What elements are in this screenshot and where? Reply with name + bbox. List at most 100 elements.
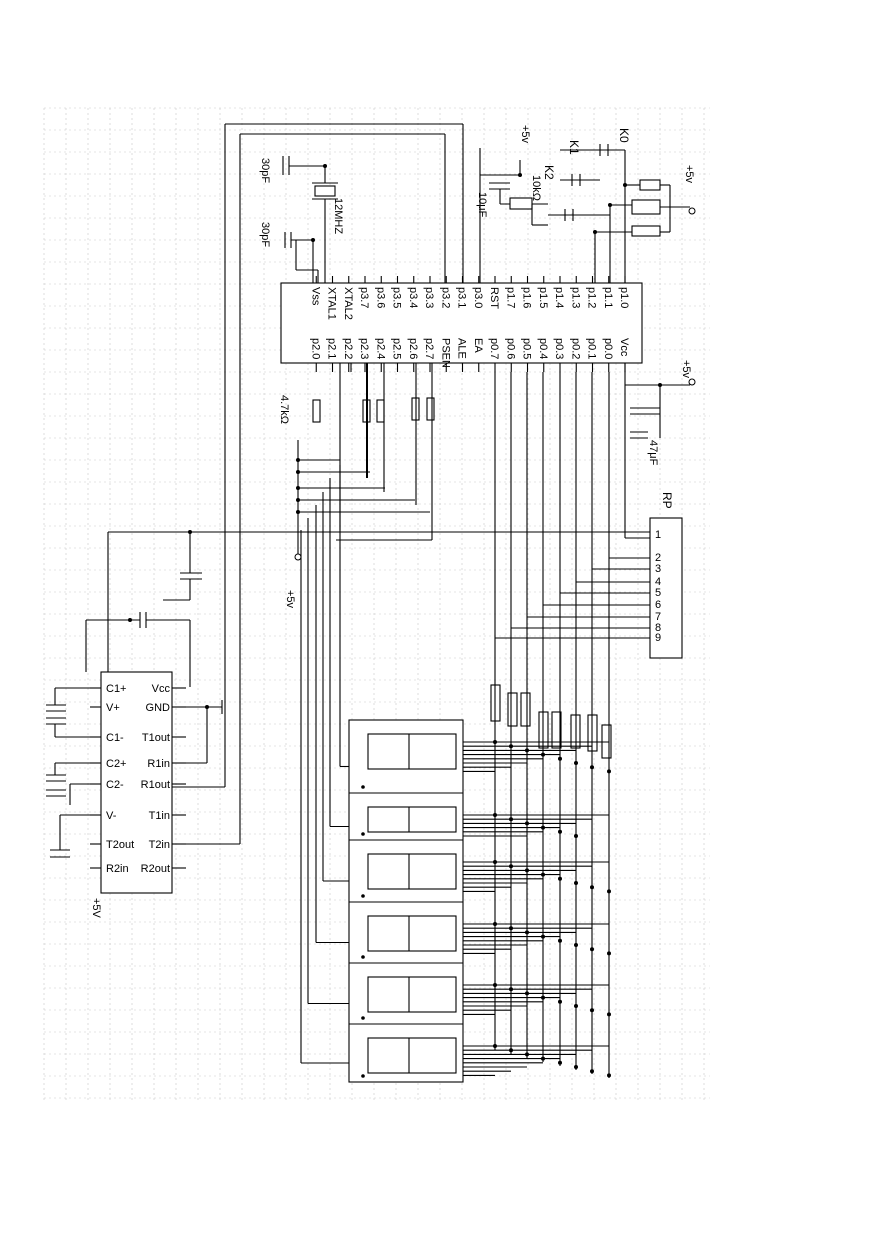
mcu-right-pin-label: p0.7	[488, 338, 500, 359]
segment-junction	[574, 834, 578, 838]
max232-left-pin-label: C2+	[106, 758, 127, 770]
mcu-left-pin-label: p3.3	[423, 287, 435, 308]
digit-dp-dot	[361, 894, 365, 898]
digit-dp-dot	[361, 1016, 365, 1020]
segment-junction	[590, 765, 594, 770]
digit-window	[367, 1037, 457, 1074]
crystal-12mhz	[314, 185, 336, 197]
mcu-left-pin-label: p1.0	[618, 287, 630, 308]
mcu-right-pin-label: p2.7	[423, 338, 435, 359]
pullup-r2	[631, 199, 661, 215]
crystal-section	[224, 123, 464, 844]
segment-junction	[493, 860, 497, 864]
mcu-right-pin-label: p0.4	[537, 338, 549, 359]
segment-junction	[590, 947, 594, 952]
mcu-left-pin-label: p3.6	[374, 287, 386, 308]
mcu-right-pin-label: p2.3	[358, 338, 370, 359]
mcu-left-pin-label: p1.2	[586, 287, 598, 308]
rp-pin-label: 9	[655, 632, 661, 644]
segment-junction	[493, 1044, 497, 1048]
base-resistor-5	[426, 397, 435, 421]
k2-label: K2	[542, 165, 556, 180]
resistor-pack-rp	[649, 517, 683, 659]
k0-label: K0	[617, 128, 631, 143]
mcu-right-pin-label: p2.6	[407, 338, 419, 359]
segment-junction	[558, 876, 562, 881]
segment-junction	[525, 868, 529, 873]
max232-right-pin-label: T1out	[142, 732, 170, 744]
segment-junction	[509, 1048, 513, 1053]
segment-junction	[525, 991, 529, 996]
segment-junction	[493, 983, 497, 987]
mcu-left-pin-label: XTAL1	[326, 287, 338, 320]
cap-filter-label: 47μF	[647, 440, 659, 466]
mcu-right-pin-label: Vcc	[618, 338, 630, 357]
max232-right-pin-label: R1out	[141, 779, 170, 791]
segment-junction	[558, 829, 562, 834]
segment-junction	[525, 748, 529, 753]
segment-junction	[525, 821, 529, 826]
segment-junction	[590, 1008, 594, 1013]
segment-junction	[558, 999, 562, 1004]
mcu-right-pin-label: p0.2	[569, 338, 581, 359]
segment-resistors	[490, 684, 612, 759]
max232-right-pin-label: R2out	[141, 863, 170, 875]
max232-left-pin-label: R2in	[106, 863, 129, 875]
segment-junction	[493, 813, 497, 817]
mcu-left-pin-label: p1.4	[553, 287, 565, 308]
plus5v-max-label: +5V	[90, 898, 102, 919]
mcu-right-pin-label: p0.3	[553, 338, 565, 359]
segment-junction	[590, 885, 594, 890]
res-base-label: 4.7kΩ	[278, 395, 290, 424]
mcu-left-pin-label: p3.2	[439, 287, 451, 308]
vcc-filter	[624, 363, 696, 439]
digit-window	[367, 915, 457, 952]
pullup-r3	[631, 225, 661, 237]
mcu-left-pin-label: p1.3	[569, 287, 581, 308]
segment-junction	[574, 1004, 578, 1008]
digit-dp-dot	[361, 1074, 365, 1078]
max232-right-pin-label: Vcc	[152, 683, 171, 695]
segment-junction	[525, 1052, 529, 1057]
segment-junction	[541, 934, 545, 939]
mcu-left-pin-label: p3.1	[456, 287, 468, 308]
mcu-left-pin-label: p3.4	[407, 287, 419, 308]
digit-window	[367, 853, 457, 890]
rp-pin-label: 3	[655, 563, 661, 575]
plus5v-top-label: +5v	[519, 125, 531, 144]
display-module	[348, 719, 464, 1083]
rp-pin-label: 7	[655, 611, 661, 623]
mcu-right-pin-label: p2.0	[309, 338, 321, 359]
max232-chip	[100, 671, 173, 894]
segment-junction	[493, 740, 497, 744]
rp-pin-label: 1	[655, 529, 661, 541]
max232-pins: C1+V+C1-C2+C2-V-T2outR2inVccGNDT1outR1in…	[90, 683, 186, 875]
max232-right-pin-label: R1in	[147, 758, 170, 770]
res-reset-label: 10kΩ	[530, 175, 542, 201]
mcu-chip	[280, 282, 643, 364]
mcu-left-pin-label: p1.6	[521, 287, 533, 308]
base-resistor-1	[312, 399, 321, 423]
rp-label: RP	[660, 492, 674, 509]
mcu-left-pin-label: p3.7	[358, 287, 370, 308]
cap2-label: 30pF	[259, 222, 271, 247]
plus5v-vcc-label: +5v	[680, 360, 692, 379]
crystal-label: 12MHZ	[332, 198, 344, 234]
max232-right-pin-label: T2in	[149, 839, 170, 851]
keys-section	[548, 144, 696, 283]
mcu-left-pin-label: p1.7	[504, 287, 516, 308]
segment-junction	[509, 817, 513, 822]
rp-pin-label: 6	[655, 599, 661, 611]
segment-junction	[509, 864, 513, 869]
max232-left-pin-label: C2-	[106, 779, 124, 791]
segment-junction	[493, 922, 497, 926]
k1-label: K1	[567, 140, 581, 155]
mcu-right-pin-label: p0.0	[602, 338, 614, 359]
segment-junction	[541, 825, 545, 830]
segment-junction	[574, 1065, 578, 1069]
mcu-right-pin-label: p0.6	[504, 338, 516, 359]
segment-junction	[509, 744, 513, 749]
